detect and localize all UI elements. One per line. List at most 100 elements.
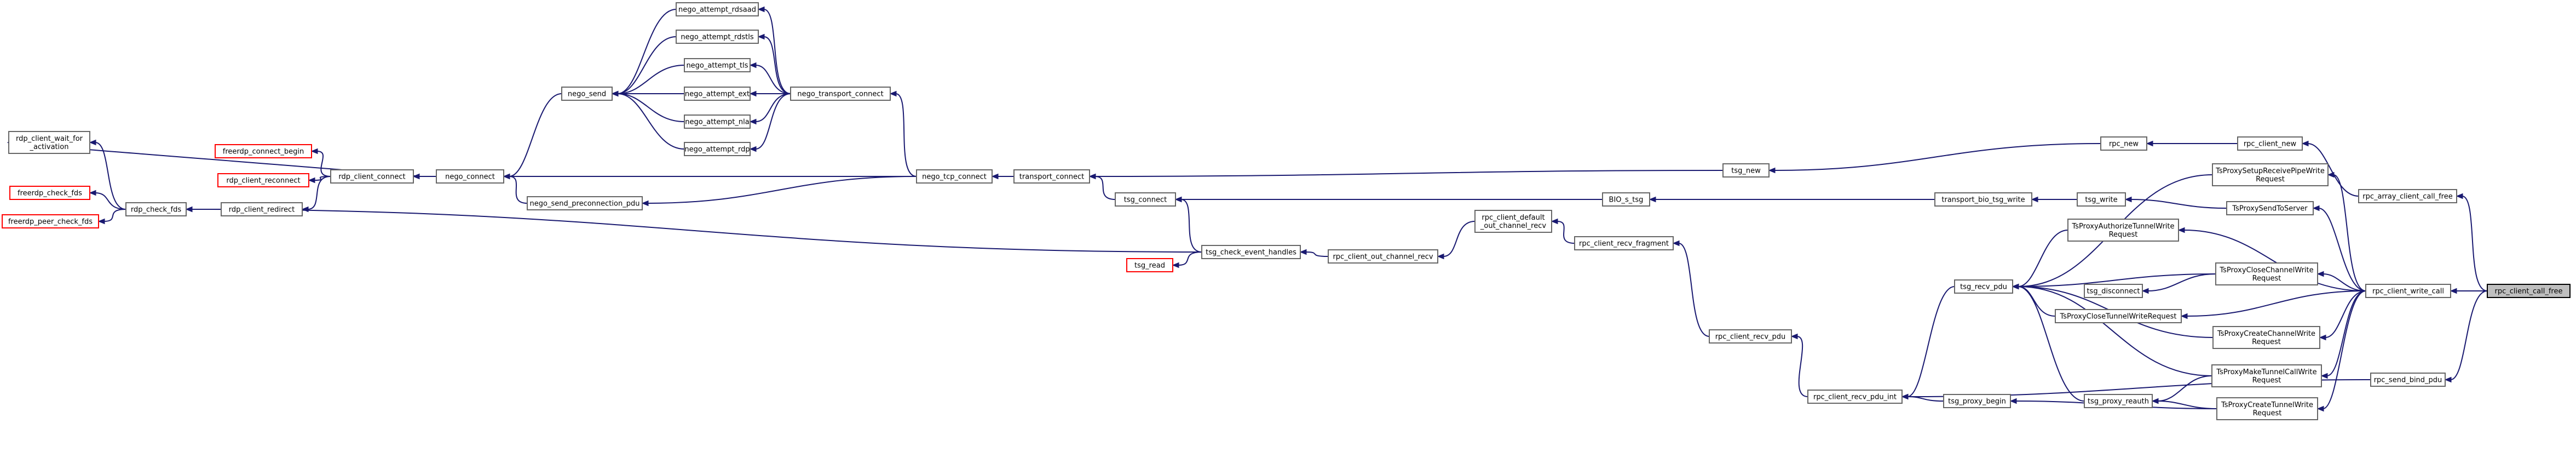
node-rdp-client-wait-for-activation[interactable]: rdp_client_wait_for_activation [8, 131, 90, 154]
arrowhead [749, 62, 757, 68]
node-rpc-client-recv-fragment[interactable]: rpc_client_recv_fragment [1574, 236, 1674, 250]
node-nego-connect[interactable]: nego_connect [436, 169, 504, 184]
node-freerdp-connect-begin[interactable]: freerdp_connect_begin [215, 144, 312, 158]
arrowhead [1437, 253, 1444, 260]
node-rpc-client-recv-pdu[interactable]: rpc_client_recv_pdu [1709, 329, 1792, 344]
node-label: rpc_client_new [2244, 140, 2297, 148]
arrowhead [1174, 196, 1182, 203]
node-label: nego_attempt_ext [685, 90, 750, 99]
node-nego-attempt-rdsaad[interactable]: nego_attempt_rdsaad [676, 2, 759, 16]
node-label: rpc_client_recv_fragment [1579, 240, 1669, 248]
node-tsg-new[interactable]: tsg_new [1722, 163, 1770, 178]
node-tsg-proxy-begin[interactable]: tsg_proxy_begin [1943, 394, 2011, 408]
node-label: Request [2252, 376, 2281, 385]
node-rpc-client-call-free[interactable]: rpc_client_call_free [2487, 284, 2571, 298]
node-nego-send[interactable]: nego_send [561, 87, 613, 101]
edge-rpc-client-default-out-channel-recv-to-rpc-client-recv-fragment [1551, 218, 1575, 244]
arrowhead [2312, 205, 2320, 211]
edge-rpc-client-write-call-to-rpc-client-call-free [2450, 288, 2487, 294]
arrowhead [97, 218, 105, 225]
node-tsg-write[interactable]: tsg_write [2077, 192, 2126, 207]
edge-tsg-write-to-tsproxysendtoserver [2124, 196, 2227, 209]
node-rpc-client-new[interactable]: rpc_client_new [2237, 136, 2303, 151]
node-label: tsg_connect [1124, 196, 1167, 204]
node-nego-attempt-tls[interactable]: nego_attempt_tls [684, 58, 751, 72]
node-freerdp-check-fds[interactable]: freerdp_check_fds [9, 186, 90, 200]
node-box [1602, 192, 1650, 207]
node-tsg-disconnect[interactable]: tsg_disconnect [2084, 284, 2143, 298]
node-label: tsg_proxy_reauth [2088, 398, 2149, 406]
edge-tsproxysetupreceivepipewriterequest-to-rpc-client-write-call [2327, 171, 2366, 291]
node-nego-tcp-connect[interactable]: nego_tcp_connect [916, 169, 993, 184]
node-label: tsg_recv_pdu [1960, 283, 2007, 291]
node-box [1328, 249, 1438, 264]
node-nego-transport-connect[interactable]: nego_transport_connect [790, 87, 891, 101]
arrowhead [301, 206, 309, 213]
node-rdp-client-reconnect[interactable]: rdp_client_reconnect [217, 173, 309, 187]
node-rpc-client-write-call[interactable]: rpc_client_write_call [2365, 284, 2451, 298]
node-label: tsg_new [1731, 167, 1761, 175]
node-box [1474, 210, 1552, 233]
node-tsg-check-event-handles[interactable]: tsg_check_event_handles [1201, 245, 1301, 259]
node-rpc-client-default-out-channel-recv[interactable]: rpc_client_default_out_channel_recv [1474, 210, 1552, 233]
edge-rpc-client-recv-pdu-int-to-tsg-proxy-begin [1901, 393, 1944, 402]
node-nego-attempt-rdstls[interactable]: nego_attempt_rdstls [676, 30, 759, 44]
node-rpc-send-bind-pdu[interactable]: rpc_send_bind_pdu [2370, 373, 2446, 387]
node-label: TsProxyCreateChannelWrite [2217, 330, 2315, 338]
edge-transport-connect-to-tsg-connect [1088, 173, 1116, 200]
node-tsg-connect[interactable]: tsg_connect [1115, 192, 1176, 207]
node-label: rpc_client_recv_pdu [1715, 333, 1786, 341]
edge-rpc-new-to-rpc-client-new [2146, 140, 2238, 147]
arrowhead [757, 6, 765, 13]
edge-tsproxycreatechannelwriterequest-to-rpc-client-write-call [2319, 290, 2366, 341]
node-tsg-recv-pdu[interactable]: tsg_recv_pdu [1954, 279, 2013, 294]
nodes-layer: rpc_client_call_free rpc_array_client_cal… [2, 2, 2571, 420]
node-label: nego_send [568, 90, 606, 99]
node-rdp-client-connect[interactable]: rdp_client_connect [330, 169, 414, 184]
arrowhead [611, 90, 619, 97]
node-tsproxysendtoserver[interactable]: TsProxySendToServer [2226, 201, 2314, 215]
edge-rpc-client-new-to-rpc-array-client-call-free [2301, 140, 2359, 197]
arrowhead [889, 90, 897, 97]
node-tsg-proxy-reauth[interactable]: tsg_proxy_reauth [2084, 394, 2153, 408]
node-transport-connect[interactable]: transport_connect [1013, 169, 1090, 184]
node-label: rdp_client_reconnect [226, 177, 300, 185]
edge-rdp-client-reconnect-to-rdp-client-connect [308, 176, 331, 184]
arrowhead [2450, 288, 2457, 294]
node-box [2067, 219, 2179, 242]
node-tsproxyclosetunnelwriterequest[interactable]: TsProxyCloseTunnelWriteRequest [2055, 309, 2182, 323]
node-nego-attempt-ext[interactable]: nego_attempt_ext [684, 87, 751, 101]
node-bio-s-tsg[interactable]: BIO_s_tsg [1602, 192, 1650, 207]
node-rpc-array-client-call-free[interactable]: rpc_array_client_call_free [2358, 189, 2457, 203]
node-transport-bio-tsg-write[interactable]: transport_bio_tsg_write [1934, 192, 2032, 207]
node-tsg-read[interactable]: tsg_read [1126, 258, 1173, 272]
node-rdp-check-fds[interactable]: rdp_check_fds [125, 202, 187, 216]
node-label: nego_tcp_connect [922, 173, 987, 181]
node-rdp-client-redirect[interactable]: rdp_client_redirect [221, 202, 303, 216]
edge-freerdp-peer-check-fds-to-rdp-check-fds [97, 209, 126, 225]
edge-tsg-disconnect-to-tsproxyclosechannelwriterequest [2141, 273, 2216, 294]
node-nego-attempt-rdp[interactable]: nego_attempt_rdp [684, 142, 751, 156]
arrowhead [2151, 398, 2159, 404]
edge-rpc-client-recv-pdu-int-to-tsg-recv-pdu [1901, 286, 1955, 400]
node-rpc-new[interactable]: rpc_new [2100, 136, 2147, 151]
node-label: tsg_check_event_handles [1206, 249, 1296, 257]
node-nego-attempt-nla[interactable]: nego_attempt_nla [684, 115, 751, 129]
node-label: _out_channel_recv [1480, 222, 1546, 230]
node-label: freerdp_peer_check_fds [8, 218, 93, 226]
edge-nego-attempt-rdstls-to-nego-transport-connect [757, 33, 791, 94]
node-label: BIO_s_tsg [1609, 196, 1644, 204]
node-freerdp-peer-check-fds[interactable]: freerdp_peer_check_fds [2, 214, 99, 228]
node-label: TsProxySetupReceivePipeWrite [2215, 167, 2325, 175]
edge-tsg-connect-to-bio-s-tsg [1174, 196, 1603, 203]
node-rpc-client-out-channel-recv[interactable]: rpc_client_out_channel_recv [1328, 249, 1438, 264]
edge-freerdp-check-fds-to-rdp-check-fds [89, 190, 126, 210]
node-rpc-client-recv-pdu-int[interactable]: rpc_client_recv_pdu_int [1807, 390, 1903, 404]
node-nego-send-preconnection-pdu[interactable]: nego_send_preconnection_pdu [527, 196, 643, 210]
